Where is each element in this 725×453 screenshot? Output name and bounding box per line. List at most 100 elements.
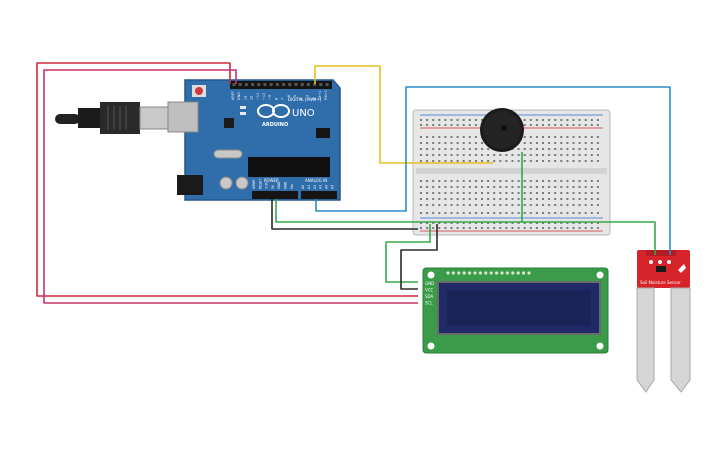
breadboard-hole[interactable]	[450, 124, 453, 126]
breadboard-hole[interactable]	[529, 186, 532, 188]
breadboard-hole[interactable]	[481, 227, 483, 229]
breadboard-hole[interactable]	[462, 204, 465, 206]
breadboard-hole[interactable]	[426, 186, 429, 188]
arduino-pin-hole[interactable]	[275, 83, 279, 86]
breadboard-hole[interactable]	[584, 198, 587, 200]
breadboard-hole[interactable]	[596, 198, 599, 200]
breadboard-hole[interactable]	[444, 124, 447, 126]
breadboard-hole[interactable]	[523, 148, 526, 150]
breadboard-hole[interactable]	[438, 154, 441, 156]
breadboard-hole[interactable]	[450, 136, 453, 138]
breadboard-hole[interactable]	[523, 222, 526, 224]
breadboard-hole[interactable]	[468, 198, 471, 200]
breadboard-hole[interactable]	[535, 142, 538, 144]
breadboard-hole[interactable]	[572, 160, 575, 162]
breadboard-hole[interactable]	[560, 148, 563, 150]
breadboard-hole[interactable]	[474, 222, 477, 224]
breadboard-hole[interactable]	[420, 204, 422, 206]
breadboard-hole[interactable]	[444, 198, 447, 200]
breadboard-hole[interactable]	[432, 119, 435, 121]
breadboard-hole[interactable]	[426, 227, 429, 229]
arduino-pin-hole[interactable]	[319, 83, 323, 86]
breadboard-hole[interactable]	[444, 148, 447, 150]
breadboard-hole[interactable]	[493, 186, 496, 188]
breadboard-hole[interactable]	[529, 204, 532, 206]
breadboard-hole[interactable]	[584, 154, 587, 156]
breadboard-hole[interactable]	[426, 148, 429, 150]
breadboard-hole[interactable]	[450, 119, 453, 121]
breadboard-hole[interactable]	[438, 192, 441, 194]
breadboard-hole[interactable]	[566, 160, 569, 162]
breadboard-hole[interactable]	[548, 227, 551, 229]
breadboard-hole[interactable]	[584, 204, 587, 206]
arduino-pin-hole[interactable]	[232, 83, 236, 86]
breadboard-hole[interactable]	[578, 204, 581, 206]
arduino-pin-hole[interactable]	[238, 83, 242, 86]
breadboard-hole[interactable]	[560, 192, 563, 194]
breadboard-hole[interactable]	[529, 227, 532, 229]
breadboard-hole[interactable]	[444, 212, 447, 214]
breadboard-hole[interactable]	[566, 142, 569, 144]
breadboard-hole[interactable]	[450, 227, 453, 229]
breadboard-hole[interactable]	[450, 192, 453, 194]
breadboard-hole[interactable]	[554, 204, 557, 206]
breadboard-hole[interactable]	[523, 136, 526, 138]
breadboard-hole[interactable]	[420, 186, 422, 188]
breadboard-hole[interactable]	[542, 192, 544, 194]
breadboard-hole[interactable]	[432, 142, 435, 144]
breadboard-hole[interactable]	[505, 227, 508, 229]
breadboard-hole[interactable]	[596, 142, 599, 144]
breadboard-hole[interactable]	[590, 180, 593, 182]
breadboard-hole[interactable]	[590, 198, 593, 200]
breadboard-hole[interactable]	[596, 148, 599, 150]
breadboard-hole[interactable]	[590, 119, 593, 121]
breadboard-hole[interactable]	[456, 198, 459, 200]
breadboard-hole[interactable]	[517, 227, 520, 229]
breadboard-hole[interactable]	[462, 186, 465, 188]
breadboard-hole[interactable]	[468, 148, 471, 150]
breadboard-hole[interactable]	[590, 227, 593, 229]
breadboard-hole[interactable]	[420, 160, 422, 162]
breadboard-hole[interactable]	[474, 227, 477, 229]
breadboard-hole[interactable]	[523, 227, 526, 229]
breadboard-hole[interactable]	[456, 222, 459, 224]
breadboard-hole[interactable]	[499, 204, 502, 206]
breadboard-hole[interactable]	[535, 124, 538, 126]
breadboard-hole[interactable]	[444, 204, 447, 206]
breadboard-hole[interactable]	[474, 142, 477, 144]
soil-moisture-sensor[interactable]: Soil Moisture Sensor	[636, 250, 691, 393]
breadboard-hole[interactable]	[523, 160, 526, 162]
breadboard-hole[interactable]	[432, 204, 435, 206]
breadboard-hole[interactable]	[542, 180, 544, 182]
breadboard-hole[interactable]	[438, 227, 441, 229]
breadboard-hole[interactable]	[468, 119, 471, 121]
breadboard-hole[interactable]	[493, 192, 496, 194]
breadboard-hole[interactable]	[499, 222, 502, 224]
breadboard-hole[interactable]	[426, 204, 429, 206]
breadboard-hole[interactable]	[523, 204, 526, 206]
breadboard-hole[interactable]	[511, 154, 514, 156]
breadboard-hole[interactable]	[542, 204, 544, 206]
breadboard-hole[interactable]	[432, 180, 435, 182]
breadboard-hole[interactable]	[529, 222, 532, 224]
breadboard-hole[interactable]	[517, 212, 520, 214]
breadboard-hole[interactable]	[499, 227, 502, 229]
breadboard-hole[interactable]	[468, 204, 471, 206]
breadboard-hole[interactable]	[578, 198, 581, 200]
breadboard-hole[interactable]	[487, 186, 490, 188]
breadboard-hole[interactable]	[438, 119, 441, 121]
breadboard-hole[interactable]	[499, 192, 502, 194]
breadboard-hole[interactable]	[505, 212, 508, 214]
breadboard-hole[interactable]	[499, 154, 502, 156]
breadboard-hole[interactable]	[566, 136, 569, 138]
breadboard-hole[interactable]	[468, 212, 471, 214]
breadboard-hole[interactable]	[590, 142, 593, 144]
breadboard-hole[interactable]	[566, 154, 569, 156]
breadboard-hole[interactable]	[456, 136, 459, 138]
breadboard-hole[interactable]	[420, 148, 422, 150]
breadboard-hole[interactable]	[566, 204, 569, 206]
breadboard-hole[interactable]	[487, 148, 490, 150]
breadboard-hole[interactable]	[481, 154, 483, 156]
breadboard-hole[interactable]	[572, 227, 575, 229]
breadboard-hole[interactable]	[560, 198, 563, 200]
